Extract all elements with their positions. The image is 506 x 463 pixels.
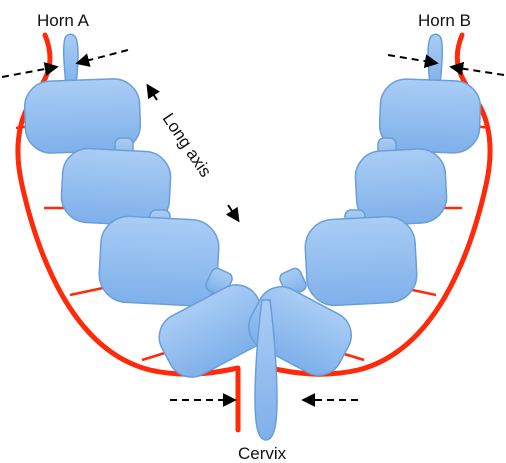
cervix-label: Cervix xyxy=(238,444,287,463)
horn-a-inner-arrow xyxy=(78,50,128,63)
lumen-left-horn xyxy=(24,34,277,385)
horn-a-label: Horn A xyxy=(37,11,90,30)
horn-b-label: Horn B xyxy=(418,11,471,30)
